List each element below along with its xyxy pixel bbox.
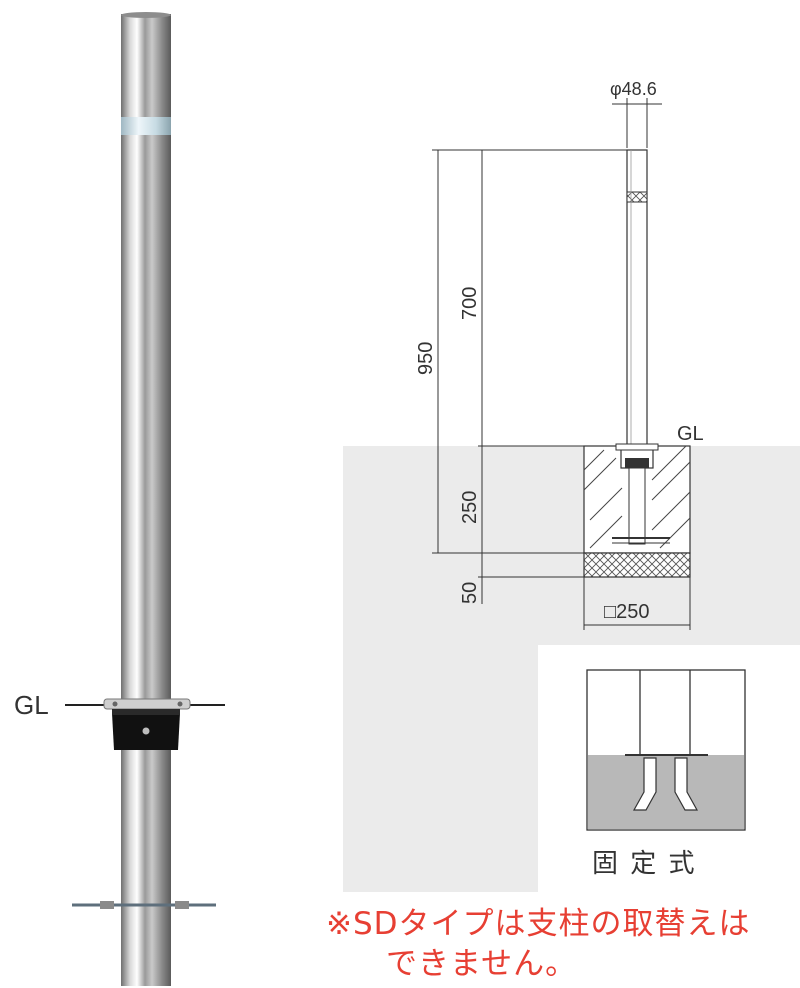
- concrete-hatch: [583, 445, 691, 549]
- drawing-reflective-band: [626, 191, 648, 203]
- bollard-top-cap: [121, 12, 171, 18]
- note-line-1: ※SDタイプは支柱の取替えは: [326, 906, 751, 942]
- fixed-type-inset: 固 定 式: [538, 645, 800, 892]
- inset-soil: [588, 755, 744, 829]
- drawing-gl-label: GL: [677, 423, 704, 445]
- photo-gl-label: GL: [14, 690, 49, 720]
- embedded-socket-block: [625, 458, 649, 468]
- note-line-2: できません。: [386, 946, 578, 982]
- reflective-band: [121, 117, 171, 135]
- bollard-photo: GL: [14, 12, 225, 986]
- width-label: □250: [604, 601, 649, 623]
- anchor-clip: [100, 901, 114, 909]
- note: ※SDタイプは支柱の取替えは できません。: [326, 904, 796, 984]
- anchor-clip: [175, 901, 189, 909]
- inset-anchor-right: [674, 757, 699, 811]
- dim-700-label: 700: [459, 287, 481, 320]
- bollard-pipe: [121, 14, 171, 986]
- socket-collar: [112, 709, 180, 715]
- dim-250-label: 250: [459, 491, 481, 524]
- diameter-label: φ48.6: [610, 79, 657, 99]
- embedded-pipe: [628, 467, 646, 545]
- socket-screw: [142, 727, 150, 735]
- gravel-base: [583, 552, 691, 578]
- dim-50-label: 50: [459, 582, 481, 604]
- inset-anchor-left: [632, 757, 657, 811]
- flange-bolt: [177, 701, 183, 707]
- embedded-socket-cap: [615, 443, 659, 451]
- dim-950-label: 950: [415, 342, 437, 375]
- inset-caption: 固 定 式: [592, 849, 697, 879]
- flange-bolt: [112, 701, 118, 707]
